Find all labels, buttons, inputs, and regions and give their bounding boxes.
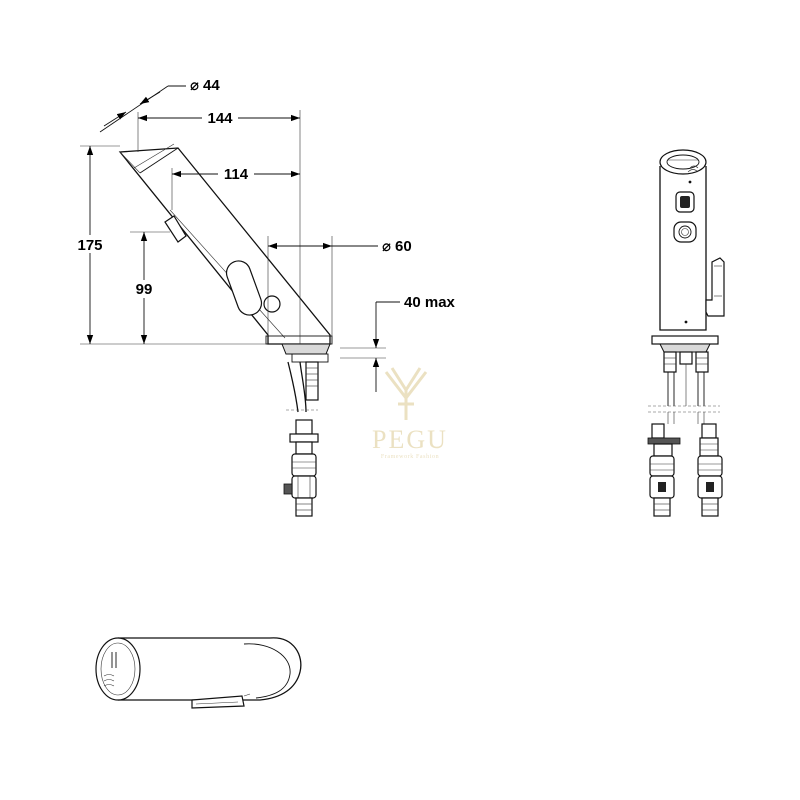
side-view-faucet: [118, 143, 333, 517]
dimension-label-114: 114: [224, 166, 249, 183]
watermark-logo-icon: [384, 367, 428, 420]
side-view-dimensions: ⌀44 144 114 175 99 ⌀60 40 max: [72, 77, 456, 392]
dimension-label-44: ⌀44: [190, 77, 220, 94]
watermark-tagline: Framework Fashion: [381, 454, 439, 460]
dimension-label-175: 175: [77, 237, 102, 254]
watermark-brand: PEGU: [372, 425, 448, 454]
front-view-faucet: [647, 149, 725, 517]
dimension-label-60: ⌀60: [382, 238, 412, 255]
dimension-label-144: 144: [207, 110, 233, 127]
dimension-label-99: 99: [136, 281, 153, 298]
front-left-fitting: [647, 423, 681, 517]
watermark: PEGU Framework Fashion: [372, 367, 448, 460]
dimension-label-40-max: 40 max: [404, 294, 456, 311]
top-view-faucet: [95, 637, 302, 709]
front-right-fitting: [697, 423, 723, 517]
